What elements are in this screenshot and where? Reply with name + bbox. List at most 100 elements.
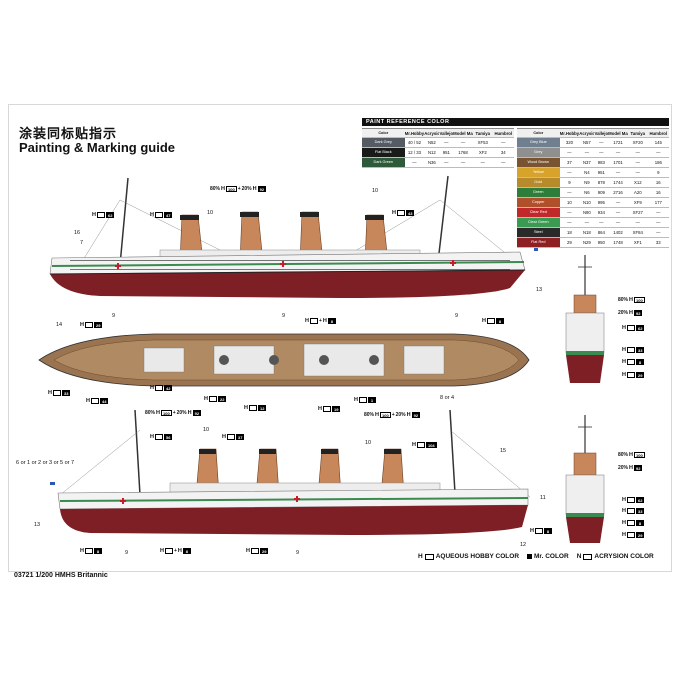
column-header: Humbrol: [649, 130, 668, 136]
column-header: Color: [378, 130, 389, 135]
table-cell: —: [615, 150, 621, 155]
table-cell: N52: [427, 140, 436, 145]
table-cell: 9: [568, 180, 571, 185]
table-cell: —: [615, 220, 621, 225]
table-cell: —: [567, 170, 572, 175]
table-cell: 12 / 33: [407, 150, 421, 155]
color-swatch: Clear Red: [517, 208, 560, 217]
table-cell: —: [584, 220, 590, 225]
part-number: 11: [540, 495, 546, 501]
product-caption: 03721 1/200 HMHS Britannic: [14, 572, 108, 579]
part-number: 16: [74, 230, 81, 236]
table-cell: 18: [567, 230, 572, 235]
table-cell: N57: [582, 140, 591, 145]
table-cell: 1768: [458, 150, 468, 155]
ship-deck-top-view: [38, 333, 530, 387]
color-swatch: Green: [517, 188, 560, 197]
table-cell: 320: [565, 140, 573, 145]
table-cell: 33: [655, 240, 661, 245]
paint-table-row: Clear Green——————: [517, 218, 669, 228]
table-cell: N90: [582, 210, 591, 215]
ship-side-view-port: [50, 409, 531, 535]
table-cell: XF1: [633, 240, 642, 245]
table-cell: XF84: [632, 230, 643, 235]
paint-table-row: Grey——————: [517, 148, 669, 158]
ship-front-view-stern: [565, 415, 605, 543]
table-cell: 950: [597, 240, 605, 245]
column-header: Model Master: [608, 130, 628, 136]
part-number: 6 or 1 or 2 or 3 or 5 or 7: [16, 460, 75, 466]
table-cell: —: [460, 160, 466, 165]
table-cell: N37: [582, 160, 591, 165]
table-cell: N29: [582, 240, 591, 245]
table-cell: N12: [427, 150, 436, 155]
color-swatch: Grey Blue: [517, 138, 560, 147]
color-swatch: Dark Green: [362, 158, 405, 167]
part-number: 14: [56, 322, 63, 328]
table-cell: XF27: [632, 210, 643, 215]
table-cell: —: [599, 140, 604, 145]
table-cell: 40 / 52: [407, 140, 421, 145]
table-cell: 16: [655, 190, 661, 195]
table-cell: 1701: [613, 160, 623, 165]
box-icon: [424, 553, 434, 560]
table-cell: X12: [633, 180, 642, 185]
table-cell: N4: [584, 170, 590, 175]
table-cell: —: [635, 220, 640, 225]
color-swatch: Dark Grey: [362, 138, 405, 147]
table-cell: 864: [597, 230, 605, 235]
part-number: 9: [125, 550, 129, 556]
part-number: 9: [282, 313, 286, 319]
color-swatch: Copper: [517, 198, 560, 207]
table-cell: —: [656, 230, 661, 235]
table-cell: 951: [442, 150, 450, 155]
table-cell: 10: [567, 200, 572, 205]
table-cell: —: [567, 220, 572, 225]
color-swatch: Flat Red: [517, 238, 560, 247]
table-cell: XF20: [632, 140, 643, 145]
table-cell: —: [412, 160, 417, 165]
table-cell: —: [656, 150, 661, 155]
table-cell: 145: [654, 140, 662, 145]
part-number: 9: [455, 313, 459, 319]
column-header: Vallejo: [594, 130, 609, 136]
column-header: Tamiya: [475, 130, 491, 136]
table-cell: 9: [657, 170, 660, 175]
table-cell: 1744: [613, 180, 623, 185]
table-cell: 1402: [613, 230, 623, 235]
table-cell: N6: [584, 190, 590, 195]
table-cell: —: [635, 170, 640, 175]
table-cell: —: [656, 220, 661, 225]
table-cell: —: [567, 210, 572, 215]
table-cell: —: [615, 210, 621, 215]
table-cell: 951: [597, 170, 605, 175]
table-cell: 34: [500, 150, 506, 155]
title-english: Painting & Marking guide: [19, 140, 176, 155]
table-cell: —: [635, 160, 640, 165]
color-swatch: Gold: [517, 178, 560, 187]
